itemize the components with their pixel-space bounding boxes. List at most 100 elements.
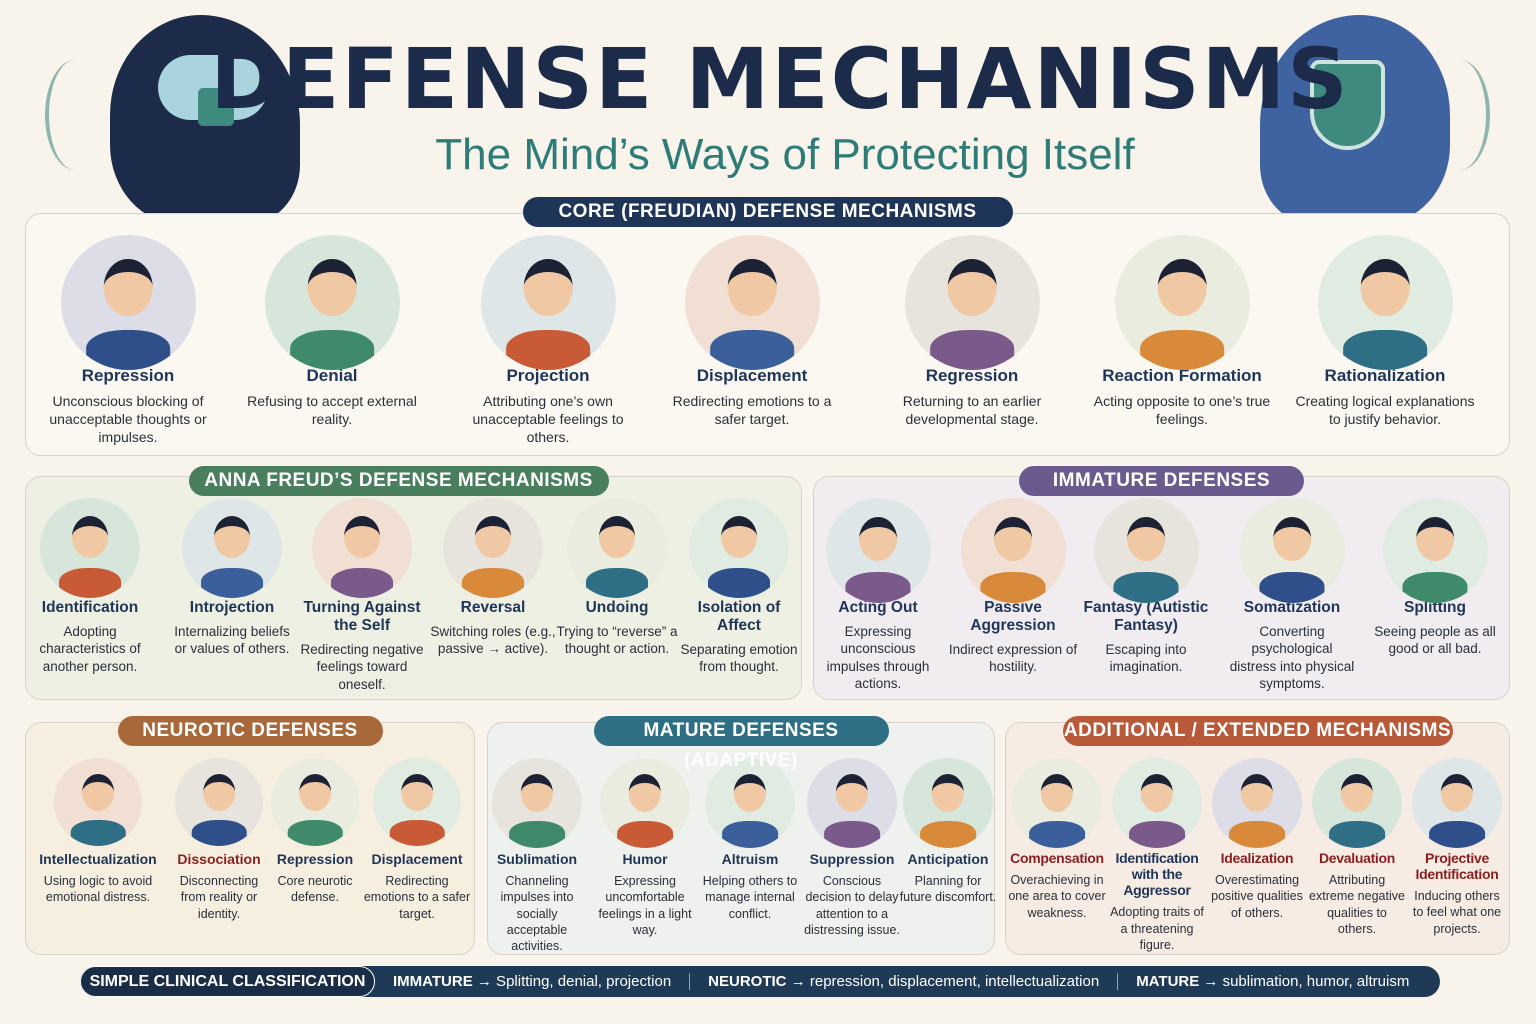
card-description: Seeing people as all good or all bad. xyxy=(1374,623,1496,657)
classification-mature: MATURE → sublimation, humor, altruism xyxy=(1118,966,1427,997)
eraser-icon xyxy=(567,498,667,598)
figure-head xyxy=(1360,259,1410,316)
figure-head xyxy=(1040,774,1074,812)
figure-body xyxy=(1402,571,1468,603)
paint-palette-icon xyxy=(492,758,582,848)
card-title: Compensation xyxy=(1010,850,1104,866)
figure-head xyxy=(299,773,331,811)
card-description: Escaping into imagination. xyxy=(1105,641,1187,675)
classification-key: MATURE xyxy=(1136,973,1200,990)
card-title: Introjection xyxy=(189,599,275,616)
figure-head xyxy=(1127,516,1165,561)
stomach-ache-icon xyxy=(1239,498,1345,603)
card-title: Rationalization xyxy=(1324,366,1446,385)
figure-body xyxy=(722,821,778,848)
card-title: Intellectualization xyxy=(39,851,157,867)
two-people-icon xyxy=(40,498,140,598)
pointing-person-icon xyxy=(480,235,616,370)
card-description: Separating emotion from thought. xyxy=(680,641,798,675)
figure-body xyxy=(462,568,524,598)
figure-head xyxy=(733,774,767,812)
figure-body xyxy=(617,821,673,848)
card-title: Devaluation xyxy=(1318,850,1396,866)
card-title: Regression xyxy=(925,366,1019,385)
mature-section-header: MATURE DEFENSES (ADAPTIVE) xyxy=(593,716,889,771)
figure-head xyxy=(475,516,511,558)
hands-heart-icon xyxy=(705,758,795,848)
card-description: Redirecting negative feelings toward one… xyxy=(300,641,424,692)
card-description: Creating logical explanations to justify… xyxy=(1295,392,1475,427)
card-title: Undoing xyxy=(585,599,649,616)
theater-masks-icon xyxy=(1382,498,1488,603)
laughing-man-icon xyxy=(600,758,690,848)
figure-body xyxy=(1329,821,1385,848)
card-description: Adopting characteristics of another pers… xyxy=(39,623,141,674)
card-title: Passive Aggression xyxy=(970,599,1056,634)
thumbs-down-icon xyxy=(1312,758,1402,848)
card-description: Helping others to manage internal confli… xyxy=(702,874,798,921)
card-description: Expressing unconscious impulses through … xyxy=(826,623,930,692)
thought-check-icon xyxy=(1317,235,1453,370)
immature-card-fantasy-autistic-fantasy-: Fantasy (Autistic Fantasy) Escaping into … xyxy=(1081,498,1211,676)
card-title: Acting Out xyxy=(838,599,918,616)
figure-body xyxy=(1343,329,1427,370)
sad-person-icon xyxy=(312,498,412,598)
figure-head xyxy=(103,259,153,316)
figure-head xyxy=(1416,516,1454,561)
shadow-figure-icon xyxy=(1112,758,1202,848)
card-title: Dissociation xyxy=(177,851,261,867)
figure-head xyxy=(523,259,573,316)
figure-body xyxy=(86,329,170,370)
card-description: Core neurotic defense. xyxy=(277,874,353,905)
dazed-woman-icon xyxy=(175,758,263,846)
core-section-header: CORE (FREUDIAN) DEFENSE MECHANISMS xyxy=(522,197,1013,227)
card-title: Repression xyxy=(81,366,175,385)
classification-key: IMMATURE xyxy=(393,973,473,990)
card-title: Projective Identification xyxy=(1415,850,1499,883)
covered-face-icon xyxy=(271,758,359,846)
card-description: Indirect expression of hostility. xyxy=(948,641,1078,675)
figure-head xyxy=(401,773,433,811)
divider xyxy=(1117,973,1119,990)
figure-head xyxy=(1240,774,1274,812)
figure-body xyxy=(331,568,393,598)
figure-head xyxy=(727,259,777,316)
immature-section-header: IMMATURE DEFENSES xyxy=(1019,466,1304,496)
figure-head xyxy=(307,259,357,316)
classification-text: → repression, displacement, intellectual… xyxy=(790,973,1100,990)
card-description: Internalizing beliefs or values of other… xyxy=(174,623,290,657)
neutral-face-icon xyxy=(689,498,789,598)
figure-body xyxy=(1229,821,1285,848)
card-description: Redirecting emotions to a safer target. xyxy=(363,874,471,921)
figure-head xyxy=(520,774,554,812)
figure-body xyxy=(586,568,648,598)
card-description: Disconnecting from reality or identity. xyxy=(179,874,259,921)
leaf-branch-icon xyxy=(1430,60,1490,170)
raised-hands-icon xyxy=(264,235,400,370)
card-title: Somatization xyxy=(1243,599,1341,616)
card-title: Displacement xyxy=(696,366,808,385)
figure-body xyxy=(1140,329,1224,370)
card-title: Fantasy (Autistic Fantasy) xyxy=(1083,599,1209,634)
card-title: Humor xyxy=(622,851,668,867)
classification-key: NEUROTIC xyxy=(708,973,787,990)
card-description: Conscious decision to delay attention to… xyxy=(804,874,900,937)
card-description: Attributing one’s own unacceptable feeli… xyxy=(472,392,624,445)
figure-head xyxy=(1440,774,1474,812)
calendar-icon xyxy=(807,758,897,848)
figure-body xyxy=(290,329,374,370)
lock-icon xyxy=(198,88,234,126)
